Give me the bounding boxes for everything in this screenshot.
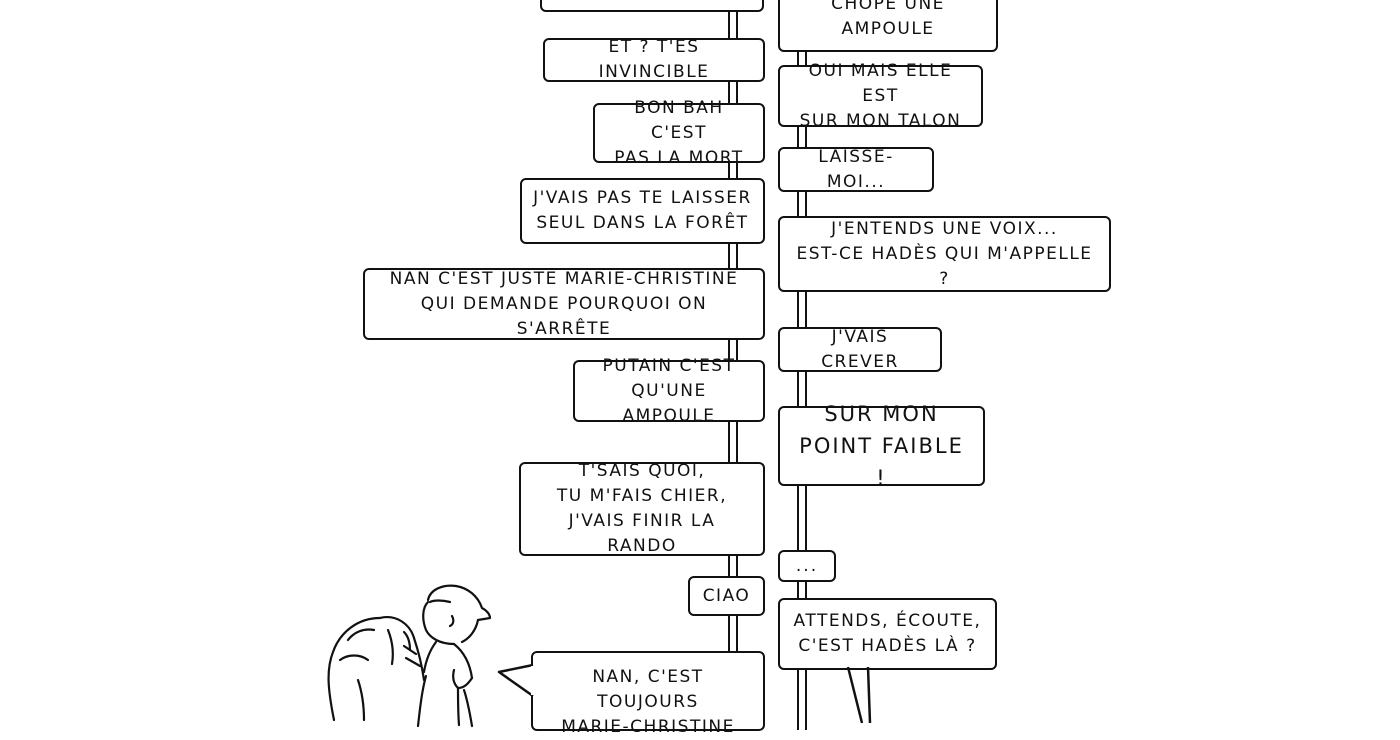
comic-panel: ET ? T'ES INVINCIBLE BON BAH C'EST PAS L… <box>327 0 1111 737</box>
right-bubble-6: ... <box>778 550 836 582</box>
left-bubble-4: NAN C'EST JUSTE MARIE-CHRISTINE QUI DEMA… <box>363 268 765 340</box>
right-bubble-4: J'VAIS CREVER <box>778 327 942 372</box>
hiker-illustration <box>327 584 492 728</box>
right-bubble-0: MAIS J'ME SUIS CHOPÉ UNE AMPOULE <box>778 0 998 52</box>
right-bubble-1: OUI MAIS ELLE EST SUR MON TALON <box>778 61 983 131</box>
right-bubble-2: LAISSE-MOI... <box>778 147 934 192</box>
left-bubble-1: ET ? T'ES INVINCIBLE <box>543 37 765 82</box>
left-bubble-8: NAN, C'EST TOUJOURS MARIE-CHRISTINE <box>531 651 765 737</box>
left-bubble-tail <box>497 663 535 698</box>
right-bubble-7: ATTENDS, ÉCOUTE, C'EST HADÈS LÀ ? <box>778 598 997 670</box>
left-bubble-3: J'VAIS PAS TE LAISSER SEUL DANS LA FORÊT <box>520 178 765 244</box>
right-bubble-3: J'ENTENDS UNE VOIX... EST-CE HADÈS QUI M… <box>778 216 1111 292</box>
left-bubble-7: CIAO <box>688 576 765 616</box>
right-bubble-5: SUR MON POINT FAIBLE ! <box>778 402 985 490</box>
right-bubble-tail <box>846 663 872 724</box>
left-bubble-6: T'SAIS QUOI, TU M'FAIS CHIER, J'VAIS FIN… <box>519 461 765 556</box>
left-bubble-5: PUTAIN C'EST QU'UNE AMPOULE <box>573 356 765 426</box>
left-bubble-2: BON BAH C'EST PAS LA MORT <box>593 98 765 168</box>
left-bubble-0 <box>540 0 764 12</box>
